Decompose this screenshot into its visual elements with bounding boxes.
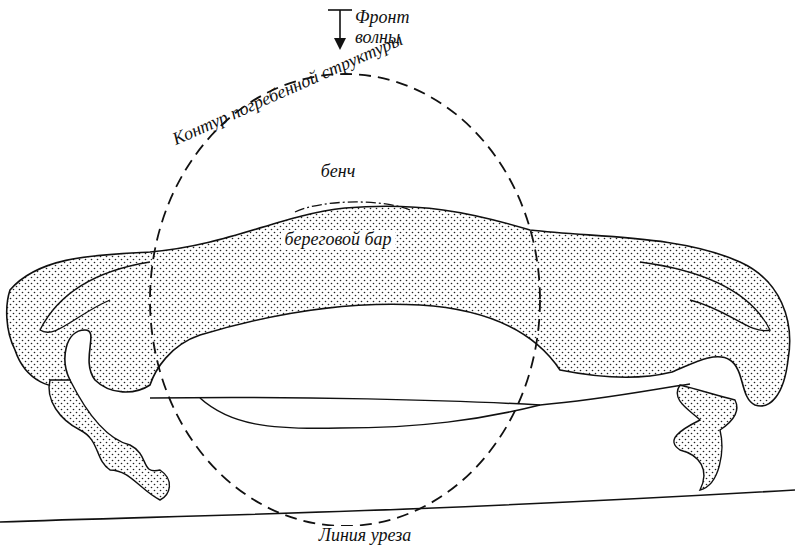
lagoon-outline: [150, 384, 690, 428]
shoreline-label: Линия уреза: [316, 526, 415, 546]
coastal-bar: [7, 206, 790, 406]
bench-line: [295, 202, 410, 212]
right-spit: [674, 385, 737, 490]
contour-label: Контур погребенной структуры: [167, 29, 409, 151]
hook-lines: [40, 262, 770, 332]
shoreline: [0, 490, 795, 522]
buried-structure-contour: [150, 74, 540, 526]
arrow-head: [334, 38, 346, 50]
bar-label: береговой бар: [281, 230, 394, 250]
bench-label: бенч: [318, 162, 359, 182]
